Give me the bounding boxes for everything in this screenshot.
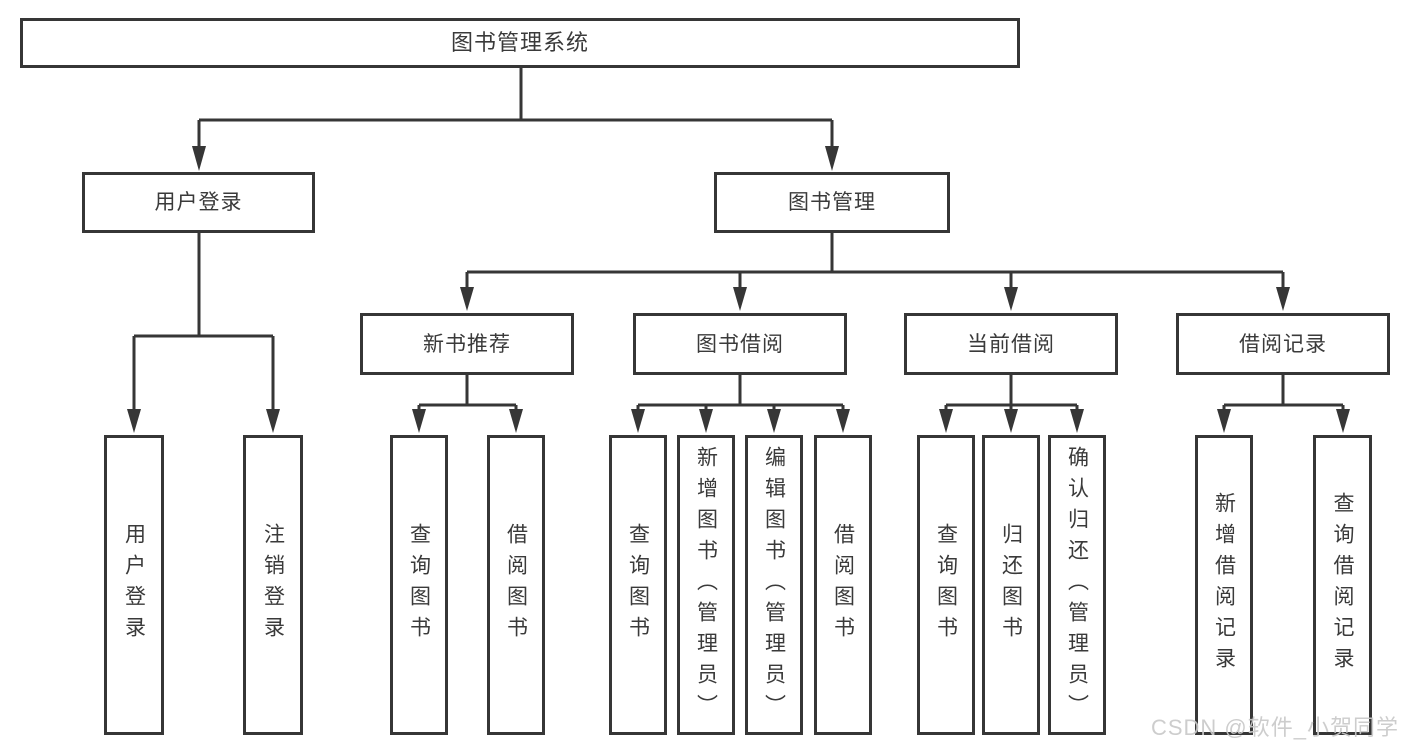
- leaf-label: 查询图书: [626, 523, 650, 647]
- leaf-confirm-return-admin: 确认归还（管理员）: [1048, 435, 1106, 735]
- node-user-login: 用户登录: [82, 172, 315, 233]
- leaf-user-login: 用户登录: [104, 435, 164, 735]
- leaf-label: 新增借阅记录: [1212, 492, 1236, 678]
- leaf-logout: 注销登录: [243, 435, 303, 735]
- csdn-watermark: CSDN @软件_小贺同学: [1150, 715, 1399, 740]
- node-new-book-recommendation: 新书推荐: [360, 313, 574, 375]
- leaf-return-books: 归还图书: [982, 435, 1040, 735]
- leaf-recommend-borrow-books: 借阅图书: [487, 435, 545, 735]
- node-label: 新书推荐: [423, 332, 511, 356]
- node-current-borrowing: 当前借阅: [904, 313, 1118, 375]
- leaf-label: 查询图书: [934, 523, 958, 647]
- leaf-add-borrow-record: 新增借阅记录: [1195, 435, 1253, 735]
- leaf-borrowing-query-books: 查询图书: [609, 435, 667, 735]
- node-library-management-system: 图书管理系统: [20, 18, 1020, 68]
- node-label: 图书管理: [788, 191, 876, 214]
- node-label: 图书管理系统: [450, 30, 589, 55]
- node-borrowing-records: 借阅记录: [1176, 313, 1390, 375]
- leaf-label: 归还图书: [999, 523, 1023, 647]
- leaf-recommend-query-books: 查询图书: [390, 435, 448, 735]
- node-label: 借阅记录: [1239, 332, 1327, 356]
- node-book-borrowing: 图书借阅: [633, 313, 847, 375]
- leaf-label: 编辑图书（管理员）: [762, 445, 786, 725]
- leaf-label: 借阅图书: [831, 523, 855, 647]
- leaf-query-borrow-record: 查询借阅记录: [1313, 435, 1372, 735]
- node-label: 用户登录: [154, 191, 243, 214]
- node-book-management: 图书管理: [714, 172, 950, 233]
- leaf-current-query-books: 查询图书: [917, 435, 975, 735]
- node-label: 当前借阅: [967, 332, 1055, 356]
- leaf-borrowing-borrow-books: 借阅图书: [814, 435, 872, 735]
- leaf-edit-book-admin: 编辑图书（管理员）: [745, 435, 803, 735]
- leaf-label: 查询图书: [407, 523, 431, 647]
- connector-book-borrowing-to-leaves: [631, 375, 850, 433]
- connector-borrowing-records-to-leaves: [1217, 375, 1350, 433]
- leaf-label: 借阅图书: [504, 523, 528, 647]
- leaf-label: 查询借阅记录: [1331, 492, 1354, 678]
- node-label: 图书借阅: [696, 332, 784, 356]
- leaf-label: 新增图书（管理员）: [694, 445, 718, 725]
- leaf-label: 用户登录: [122, 523, 146, 647]
- leaf-add-book-admin: 新增图书（管理员）: [677, 435, 735, 735]
- connector-user-login-to-leaves: [127, 233, 280, 433]
- connector-root-to-level2: [192, 68, 839, 171]
- leaf-label: 确认归还（管理员）: [1065, 445, 1089, 725]
- connector-new-book-recommendation-to-leaves: [412, 375, 523, 433]
- connector-book-management-to-level3: [460, 233, 1290, 311]
- connector-current-borrowing-to-leaves: [939, 375, 1084, 433]
- leaf-label: 注销登录: [261, 523, 285, 647]
